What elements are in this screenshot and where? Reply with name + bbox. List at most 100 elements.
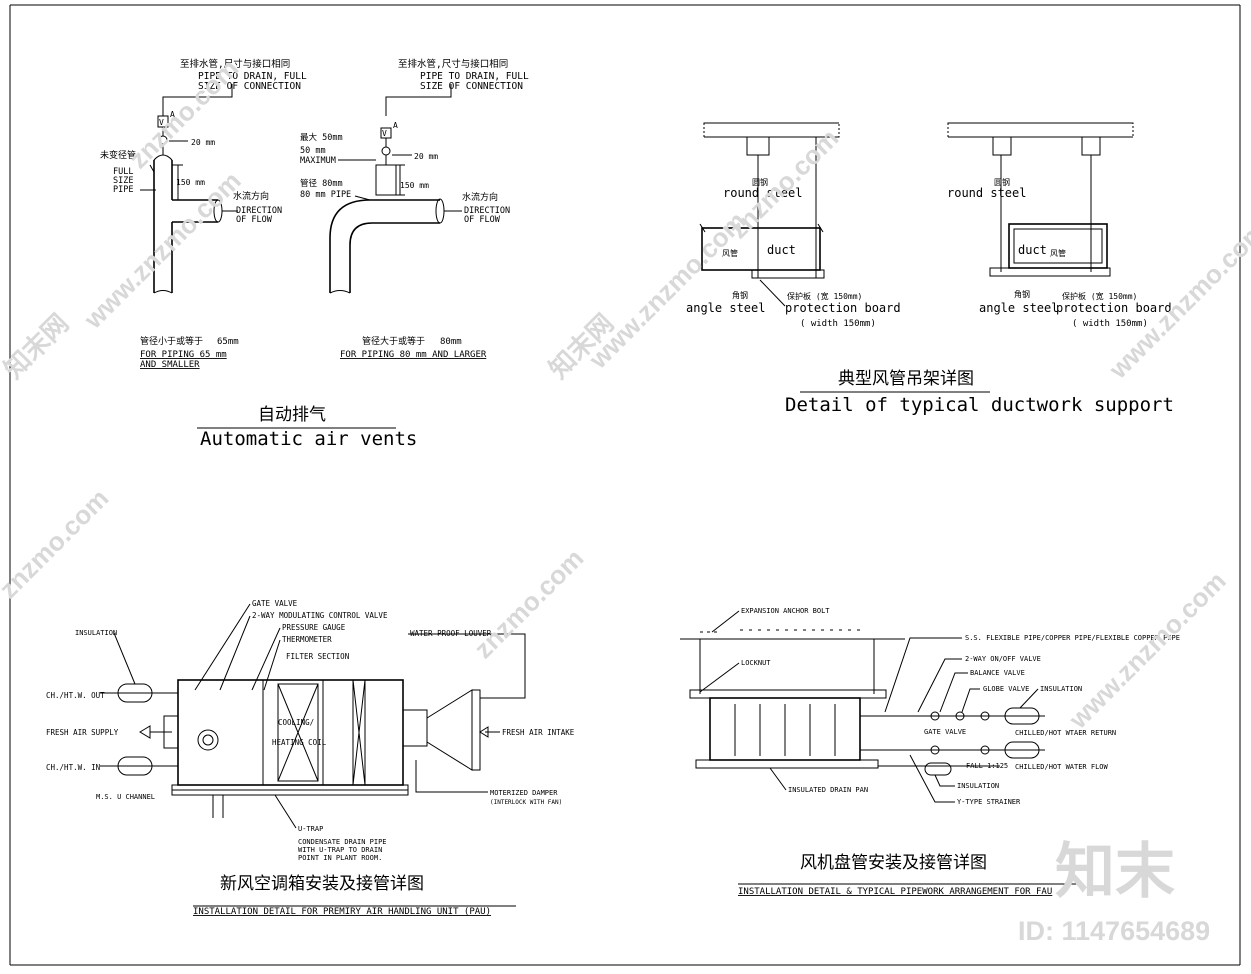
vent-right-drain-en-2: SIZE OF CONNECTION bbox=[420, 81, 523, 92]
vent-right-flow-en-1: DIRECTION bbox=[464, 206, 510, 216]
vent-right-caption-cn: 管径大于或等于 bbox=[362, 335, 425, 347]
watermark-brand-1: 知末网 bbox=[0, 308, 74, 384]
watermark-id: ID: 1147654689 bbox=[1018, 916, 1210, 946]
vent-left-valve-a: A bbox=[170, 110, 175, 119]
vent-right-drawing bbox=[329, 84, 462, 294]
fcu-fall: FALL 1:125 bbox=[966, 762, 1008, 770]
fcu-anchor: EXPANSION ANCHOR BOLT bbox=[741, 607, 830, 615]
fcu-title-en: INSTALLATION DETAIL & TYPICAL PIPEWORK A… bbox=[738, 887, 1052, 897]
fcu-onoff: 2-WAY ON/OFF VALVE bbox=[965, 655, 1041, 663]
duct-left-board-cn: 保护板 (宽 150mm) bbox=[787, 291, 862, 301]
duct-support-left-drawing bbox=[699, 122, 840, 279]
watermark-text-1: www.znzmo.com bbox=[77, 166, 246, 335]
vent-left-full-size-2: SIZE bbox=[113, 176, 133, 186]
pau-fresh-supply: FRESH AIR SUPPLY bbox=[46, 728, 119, 737]
pau-gate-valve: GATE VALVE bbox=[252, 599, 298, 608]
pau-intake: FRESH AIR INTAKE bbox=[502, 728, 575, 737]
pau-insulation: INSULATION bbox=[75, 629, 117, 637]
watermark-text-2: www.znzmo.com bbox=[582, 206, 751, 375]
pau-drawing bbox=[100, 679, 500, 818]
pau-coil-1: COOLING/ bbox=[278, 718, 314, 727]
pau-title-en: INSTALLATION DETAIL FOR PREMIRY AIR HAND… bbox=[193, 907, 491, 917]
pau-ch-in: CH./HT.W. IN bbox=[46, 763, 100, 772]
vent-left-flow-cn: 水流方向 bbox=[233, 190, 269, 202]
vent-left-full-size-cn: 未变径管 bbox=[100, 149, 136, 161]
duct-left-angle-en: angle steel bbox=[686, 301, 765, 315]
watermark-text-8: www.znzmo.com bbox=[1062, 566, 1231, 735]
vent-left-caption-en-2: AND SMALLER bbox=[140, 360, 200, 370]
vent-left-caption-val: 65mm bbox=[217, 337, 239, 347]
pau-detail: INSULATION GATE VALVE 2-WAY MODULATING C… bbox=[46, 599, 575, 917]
fcu-return: CHILLED/HOT WTAER RETURN bbox=[1015, 729, 1116, 737]
vent-left-flow-en-2: OF FLOW bbox=[236, 215, 273, 225]
vent-left-drawing bbox=[140, 84, 238, 294]
fcu-balance: BALANCE VALVE bbox=[970, 669, 1025, 677]
watermark-logo: 知末 bbox=[1055, 838, 1175, 905]
vent-title-en: Automatic air vents bbox=[200, 428, 417, 450]
duct-title-en: Detail of typical ductwork support bbox=[785, 394, 1174, 416]
duct-left-board-en: protection board bbox=[785, 301, 901, 315]
vent-right-max-en-1: 50 mm bbox=[300, 146, 326, 156]
pau-gauge: PRESSURE GAUGE bbox=[282, 623, 346, 632]
vent-left-flow-en-1: DIRECTION bbox=[236, 206, 282, 216]
vent-right-pipe80-en: 80 mm PIPE bbox=[300, 190, 351, 200]
duct-left-round-steel-en: round steel bbox=[723, 186, 802, 200]
pau-utrap: U-TRAP bbox=[298, 825, 323, 833]
pau-damper-1: MOTERIZED DAMPER bbox=[490, 789, 558, 797]
vent-right-max-en-2: MAXIMUM bbox=[300, 156, 336, 166]
pau-condensate-2: WITH U-TRAP TO DRAIN bbox=[298, 846, 382, 854]
vent-right-pipe80-cn: 管径 80mm bbox=[300, 178, 343, 189]
pau-filter: FILTER SECTION bbox=[286, 652, 349, 661]
pau-condensate-1: CONDENSATE DRAIN PIPE bbox=[298, 838, 387, 846]
fcu-strainer: Y-TYPE STRAINER bbox=[957, 798, 1021, 806]
vent-right-flow-en-2: OF FLOW bbox=[464, 215, 501, 225]
vent-left-dim-20: 20 mm bbox=[191, 138, 215, 147]
duct-right-board-en: protection board bbox=[1056, 301, 1172, 315]
pau-title-cn: 新风空调箱安装及接管详图 bbox=[220, 874, 424, 894]
duct-right-round-steel-cn: 圆钢 bbox=[994, 177, 1010, 187]
watermark-text-3: znzmo.com bbox=[123, 53, 244, 174]
duct-support-right-drawing bbox=[947, 122, 1134, 277]
vent-left-drain-en-2: SIZE OF CONNECTION bbox=[198, 81, 301, 92]
vent-left-full-size-1: FULL bbox=[113, 167, 133, 177]
vent-left-caption-cn: 管径小于或等于 bbox=[140, 335, 203, 347]
pau-channel: M.S. U CHANNEL bbox=[96, 793, 155, 801]
duct-left-board-width: ( width 150mm) bbox=[800, 319, 876, 329]
fcu-locknut: LOCKNUT bbox=[741, 659, 771, 667]
vent-right-max-cn: 最大 50mm bbox=[300, 132, 343, 143]
fcu-globe: GLOBE VALVE bbox=[983, 685, 1029, 693]
vent-left-dim-150: 150 mm bbox=[176, 178, 205, 187]
duct-right-duct-en: duct bbox=[1018, 243, 1047, 257]
vent-left-full-size-3: PIPE bbox=[113, 185, 133, 195]
vent-right-drain-en-1: PIPE TO DRAIN, FULL bbox=[420, 71, 529, 82]
pau-condensate-3: POINT IN PLANT ROOM. bbox=[298, 854, 382, 862]
vent-left-caption-en-1: FOR PIPING 65 mm bbox=[140, 350, 227, 360]
vent-right-dim-20: 20 mm bbox=[414, 152, 438, 161]
sheet-border bbox=[9, 4, 1241, 966]
fcu-drawing bbox=[680, 629, 1045, 776]
vent-right-valve-v: V bbox=[382, 129, 387, 138]
watermark-text-5: znzmo.com bbox=[0, 483, 114, 604]
duct-right-angle-cn: 角钢 bbox=[1014, 289, 1030, 299]
duct-left-duct-cn: 风管 bbox=[722, 248, 738, 258]
vent-right-dim-150: 150 mm bbox=[400, 181, 429, 190]
duct-right-board-cn: 保护板 (宽 150mm) bbox=[1062, 291, 1137, 301]
fcu-title-cn: 风机盘管安装及接管详图 bbox=[800, 853, 987, 873]
air-vents-detail: 至排水管,尺寸与接口相同 PIPE TO DRAIN, FULL SIZE OF… bbox=[100, 58, 529, 450]
fcu-detail: EXPANSION ANCHOR BOLT S.S. FLEXIBLE PIPE… bbox=[680, 607, 1180, 897]
fcu-flex: S.S. FLEXIBLE PIPE/COPPER PIPE/FLEXIBLE … bbox=[965, 634, 1180, 642]
duct-right-round-steel-en: round steel bbox=[947, 186, 1026, 200]
duct-left-duct-en: duct bbox=[767, 243, 796, 257]
vent-right-caption-val: 80mm bbox=[440, 337, 462, 347]
fcu-insulation-2: INSULATION bbox=[957, 782, 999, 790]
fcu-drainpan: INSULATED DRAIN PAN bbox=[788, 786, 868, 794]
vent-right-flow-cn: 水流方向 bbox=[462, 191, 498, 203]
duct-right-duct-cn: 风管 bbox=[1050, 248, 1066, 258]
watermark-text-4: znzmo.com bbox=[723, 123, 844, 244]
fcu-insulation: INSULATION bbox=[1040, 685, 1082, 693]
vent-left-drain-en-1: PIPE TO DRAIN, FULL bbox=[198, 71, 307, 82]
fcu-gate: GATE VALVE bbox=[924, 728, 966, 736]
vent-right-drain-cn: 至排水管,尺寸与接口相同 bbox=[398, 58, 508, 70]
pau-thermometer: THERMOMETER bbox=[282, 635, 332, 644]
